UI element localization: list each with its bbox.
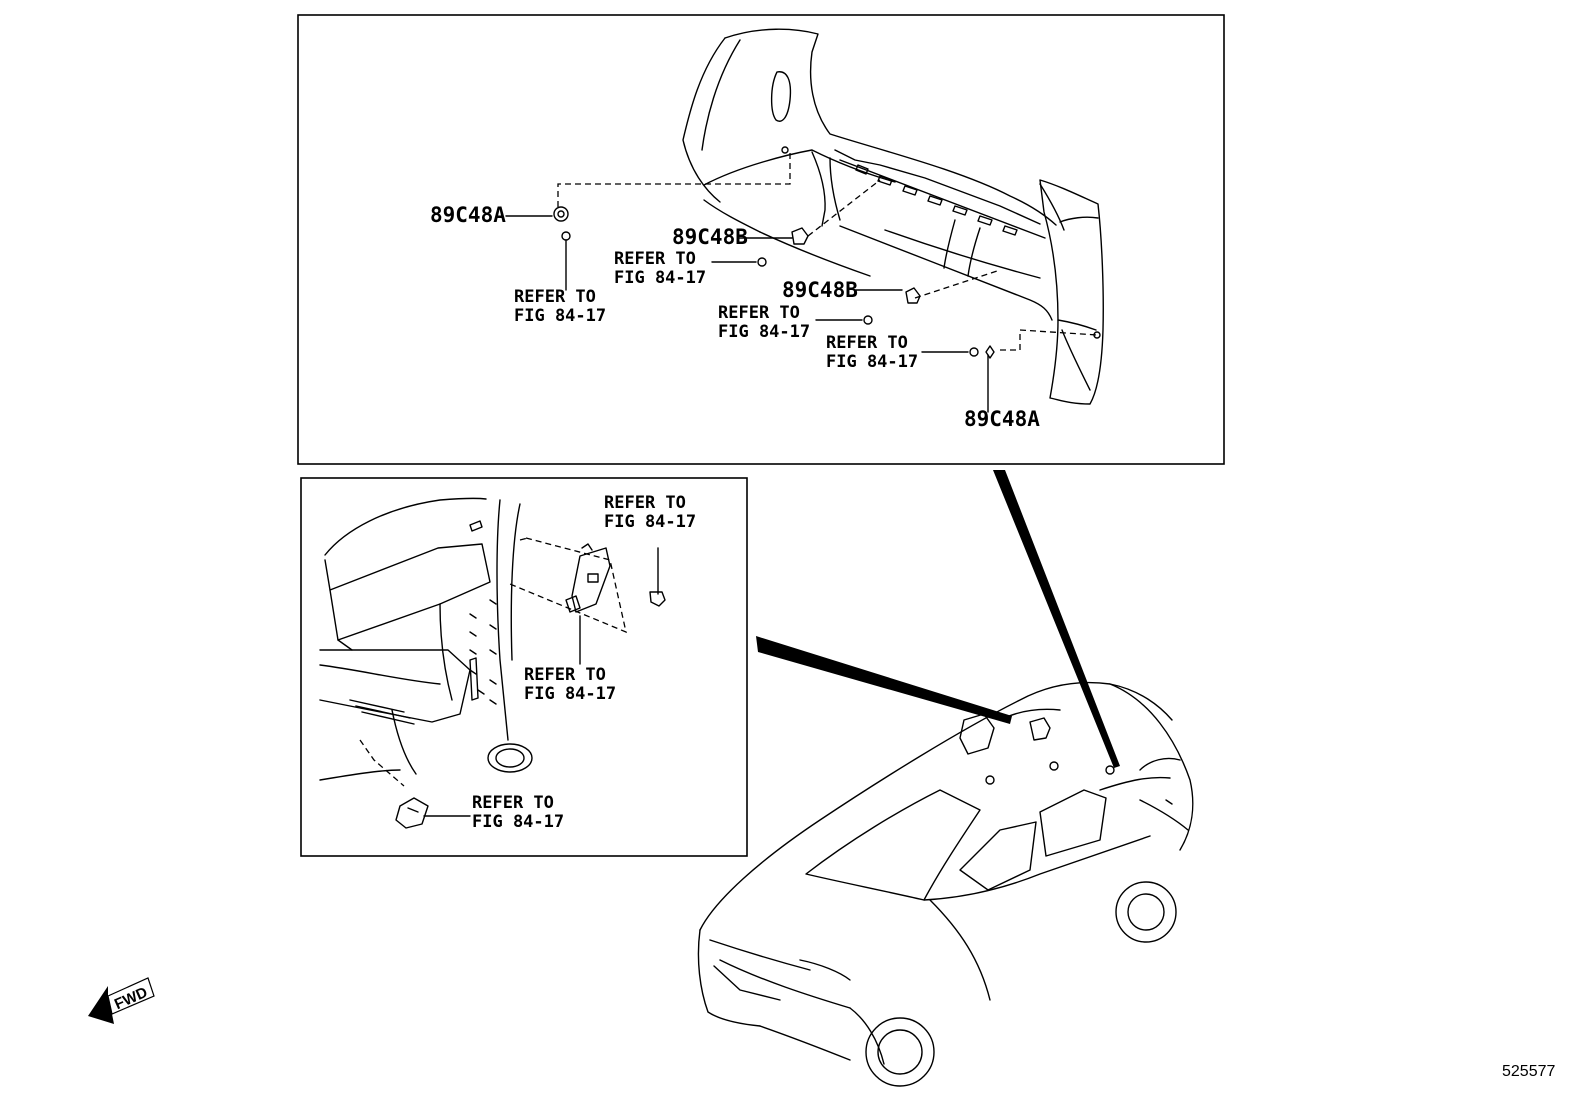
bracket-lower	[395, 797, 429, 829]
bottom-panel-frame	[300, 477, 748, 857]
callout-89c48b-upper: 89C48B	[672, 225, 748, 249]
screw-ref-4	[969, 347, 979, 357]
screw-ref-2	[757, 257, 767, 267]
clip-89c48a-left	[553, 206, 571, 241]
clip-89c48a-right	[985, 345, 995, 359]
refer-to-fig-label: REFER TO FIG 84-17	[514, 287, 607, 327]
refer-to-fig-label: REFER TO FIG 84-17	[524, 665, 617, 705]
clip-89c48b-lower	[905, 287, 921, 304]
leader-89c48a-left	[557, 152, 791, 207]
callout-wedge-right	[993, 470, 1120, 768]
leader-bracket-lower	[359, 739, 405, 787]
callout-89c48a-right: 89C48A	[964, 407, 1040, 431]
refer-to-fig-label: REFER TO FIG 84-17	[604, 493, 697, 533]
refer-to-fig-label: REFER TO FIG 84-17	[718, 303, 811, 343]
callout-wedge-left	[756, 636, 1012, 724]
vehicle-outline	[697, 681, 1194, 1087]
refer-to-fig-label: REFER TO FIG 84-17	[826, 333, 919, 373]
leader-89c48a-right	[1000, 329, 1098, 351]
leader-bracket-left	[519, 537, 529, 541]
callout-89c48a-left: 89C48A	[430, 203, 506, 227]
fwd-arrow-icon	[88, 977, 155, 1024]
rear-bumper-cover	[682, 28, 1104, 405]
document-number: 525577	[1502, 1063, 1556, 1080]
callout-89c48b-lower: 89C48B	[782, 278, 858, 302]
leader-89c48b-upper	[807, 179, 881, 237]
refer-to-fig-label: REFER TO FIG 84-17	[614, 249, 707, 289]
screw-ref-3	[863, 315, 873, 325]
screw-ref-5	[649, 591, 666, 607]
refer-to-fig-label: REFER TO FIG 84-17	[472, 793, 565, 833]
leader-89c48b-lower	[914, 269, 1001, 299]
clip-89c48b-upper	[791, 227, 809, 245]
quarter-panel-detail	[319, 497, 533, 781]
bracket-dashed-box	[509, 537, 627, 634]
top-panel-frame	[297, 14, 1225, 465]
